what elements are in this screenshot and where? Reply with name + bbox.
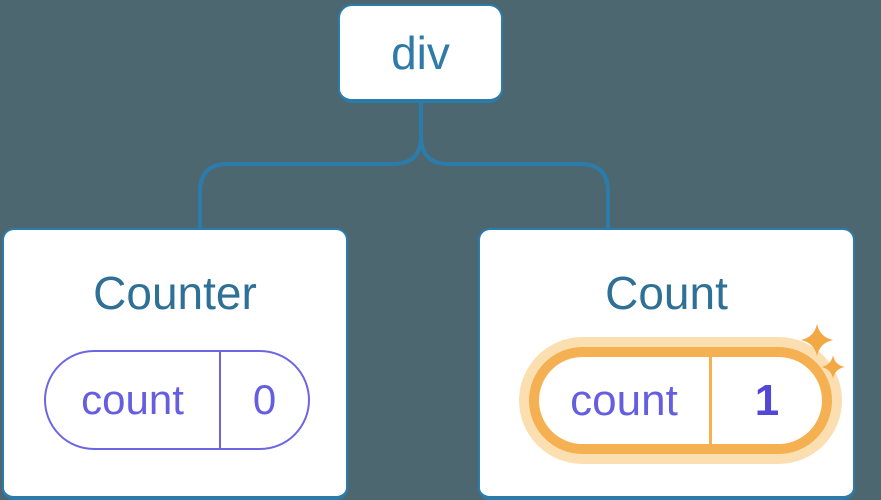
sparkle-icon-large (800, 323, 834, 357)
count-state-key-label: count (570, 375, 678, 425)
count-state-pill-highlighted: count 1 (529, 347, 832, 454)
sparkle-icon-small (821, 355, 845, 379)
counter-card-title: Counter (93, 267, 257, 319)
count-card-title: Count (605, 267, 728, 319)
connector-branch-left (198, 101, 423, 230)
counter-state-pill: count 0 (44, 350, 310, 450)
count-state-value: 1 (709, 357, 822, 444)
count-component-card: Count count 1 (478, 228, 855, 500)
connector-branch-right (419, 101, 610, 230)
counter-component-card: Counter count 0 (2, 228, 348, 500)
root-node-label: div (391, 26, 450, 79)
root-node-div: div (338, 4, 503, 103)
counter-state-value: 0 (219, 352, 308, 448)
counter-state-key-label: count (81, 376, 184, 423)
